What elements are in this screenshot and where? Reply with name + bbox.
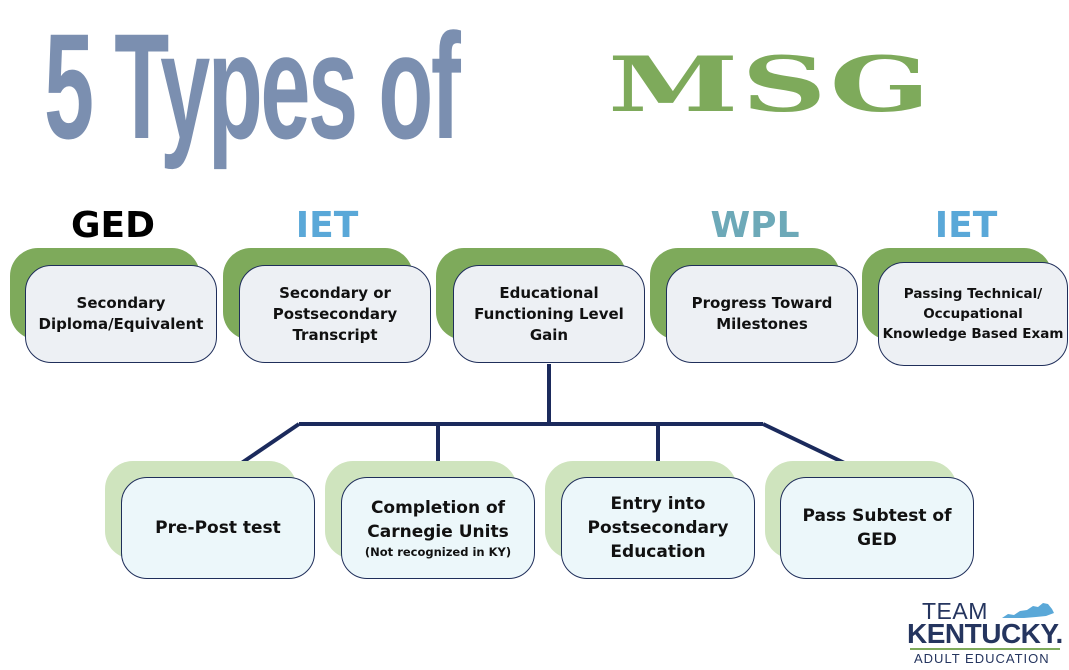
tag-iet-2: IET: [934, 205, 998, 246]
efl-carnegie-units: Completion of Carnegie Units (Not recogn…: [341, 477, 535, 579]
card-line: Education: [610, 542, 706, 562]
card-line: Transcript: [292, 325, 378, 344]
card-line: Pass Subtest of: [802, 506, 952, 526]
card-line: GED: [857, 530, 897, 550]
logo-divider: [910, 648, 1060, 650]
card-line: Knowledge Based Exam: [882, 326, 1064, 342]
card-line: Milestones: [716, 315, 808, 333]
tag-ged: GED: [70, 205, 156, 246]
msg-transcript: Secondary or Postsecondary Transcript: [239, 265, 431, 363]
card-line: Passing Technical/: [903, 286, 1043, 302]
card-line: Entry into: [610, 494, 706, 514]
logo-adult-education: ADULT EDUCATION: [914, 651, 1050, 666]
card-line: Secondary or: [279, 283, 391, 302]
page-title: 5 Types of: [44, 2, 461, 170]
msg-secondary-diploma: Secondary Diploma/Equivalent: [25, 265, 217, 363]
card-line: Pre-Post test: [155, 518, 281, 538]
efl-postsecondary-entry: Entry into Postsecondary Education: [561, 477, 755, 579]
tag-iet: IET: [295, 205, 359, 246]
card-line: Functioning Level: [474, 304, 624, 323]
efl-ged-subtest: Pass Subtest of GED: [780, 477, 974, 579]
kentucky-state-icon: [1002, 603, 1054, 618]
msg-technical-exam: Passing Technical/ Occupational Knowledg…: [878, 262, 1068, 366]
msg-efl-gain: Educational Functioning Level Gain: [453, 265, 645, 363]
logo-team: TEAM: [922, 598, 988, 624]
card-line: Secondary: [76, 294, 166, 312]
card-note: (Not recognized in KY): [364, 545, 512, 559]
card-line: Progress Toward: [691, 294, 833, 312]
card-line: Carnegie Units: [367, 522, 509, 542]
card-line: Postsecondary: [272, 304, 398, 323]
efl-pre-post-test: Pre-Post test: [121, 477, 315, 579]
card-line: Diploma/Equivalent: [38, 315, 204, 333]
card-line: Educational: [499, 283, 599, 302]
card-line: Completion of: [370, 498, 506, 518]
page-title-accent: MSG: [608, 40, 934, 129]
card-line: Gain: [529, 325, 569, 344]
tag-wpl: WPL: [710, 205, 800, 246]
card-line: Occupational: [923, 306, 1023, 322]
msg-milestones: Progress Toward Milestones: [666, 265, 858, 363]
card-line: Postsecondary: [587, 518, 729, 538]
logo-kentucky: KENTUCKY.: [907, 618, 1063, 649]
